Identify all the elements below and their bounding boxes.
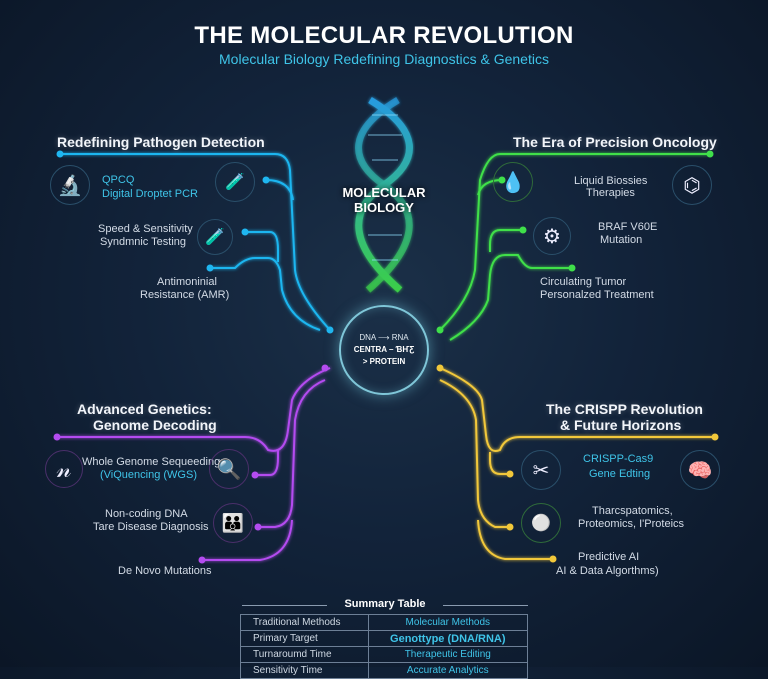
oncology-item1-a: Liquid Biossies	[574, 175, 648, 187]
crispr-lines	[439, 367, 715, 560]
table-cell: Primary Target	[240, 630, 369, 647]
cells-icon: ⚪	[521, 503, 561, 543]
crispr-item2-a: Tharcspatomics,	[592, 505, 673, 517]
table-cell: Molecular Methods	[367, 614, 529, 631]
genetics-item2-b: Tare Disease Diagnosis	[93, 521, 209, 533]
genetics-item2-a: Non-coding DNA	[105, 508, 188, 520]
crispr-item1-b: Gene Edting	[589, 468, 651, 480]
magnifier-icon: 🔍	[209, 449, 249, 489]
oncology-item3-a: Circulating Tumor	[540, 276, 627, 288]
table-cell: Turnaroumd Time	[240, 646, 369, 663]
crispr-heading-a: The CRISPP Revolution	[546, 401, 703, 417]
oncology-item3-b: Personalzed Treatment	[540, 289, 654, 301]
summary-table-title: Summary Table	[240, 598, 530, 610]
table-cell: Therapeutic Editing	[367, 646, 529, 663]
helix-label: MOLECULAR BIOLOGY	[342, 185, 426, 215]
hub-line-2: CENTRA – ƁҤƸ	[353, 345, 415, 354]
test-tube-icon: 🧪	[197, 219, 233, 255]
pathogen-lines	[60, 153, 331, 331]
table-cell: Traditional Methods	[240, 614, 369, 631]
central-dogma-hub: DNA ⟶ RNA CENTRA – ƁҤƸ > PROTEIN	[339, 305, 429, 395]
page-title: THE MOLECULAR REVOLUTION	[194, 22, 574, 49]
hub-line-3: > PROTEIN	[362, 357, 406, 366]
pathogen-item1-b: Digital Droptet PCR	[102, 188, 198, 200]
genetics-heading-b: Genome Decoding	[93, 417, 217, 433]
family-icon: 👪	[213, 503, 253, 543]
oncology-item2-b: Mutation	[600, 234, 643, 246]
chromosome-icon: 𝓃	[45, 450, 83, 488]
crispr-item3-b: AI & Data Algorthms)	[556, 565, 659, 577]
genetics-item3: De Novo Mutations	[118, 565, 212, 577]
table-cell: Sensitivity Time	[240, 662, 369, 679]
crispr-item2-b: Proteomics, I'Proteics	[578, 518, 685, 530]
test-tube-drop-icon: 🧪	[215, 162, 255, 202]
scissors-icon: ✂	[521, 450, 561, 490]
connector-dots	[53, 150, 719, 564]
pathogen-heading: Redefining Pathogen Detection	[57, 134, 265, 150]
oncology-item1-b: Therapies	[586, 187, 635, 199]
helix-rungs	[368, 114, 402, 261]
drop-icon: 💧	[493, 162, 533, 202]
dna-helix	[355, 96, 413, 293]
table-cell: Accurate Analytics	[367, 662, 529, 679]
pathogen-item3-b: Resistance (AMR)	[140, 289, 230, 301]
cell-gear-icon: ⚙	[533, 217, 571, 255]
genetics-item1-a: Whole Genome Sequeeding	[82, 456, 221, 468]
pathogen-item3-a: Antimoninial	[157, 276, 217, 288]
oncology-item2-a: BRAF V60E	[598, 221, 658, 233]
crispr-item1-a: CRISPP-Cas9	[583, 453, 654, 465]
pathogen-item2-a: Speed & Sensitivity	[98, 223, 193, 235]
genetics-lines	[57, 367, 331, 561]
brain-icon: 🧠	[680, 450, 720, 490]
table-cell: Genottype (DNA/RNA)	[367, 630, 529, 647]
pathogen-item1-a: QPCQ	[102, 174, 135, 186]
page-subtitle: Molecular Biology Redefining Diagnostics…	[219, 51, 549, 67]
crispr-item3-a: Predictive AI	[578, 551, 640, 563]
oncology-heading: The Era of Precision Oncology	[513, 134, 717, 150]
microscope-icon: 🔬	[50, 165, 90, 205]
hub-line-1: DNA ⟶ RNA	[359, 333, 409, 342]
network-icon: ⌬	[672, 165, 712, 205]
genetics-item1-b: (ViQuencing (WGS)	[100, 469, 197, 481]
crispr-heading-b: & Future Horizons	[560, 417, 682, 433]
genetics-heading-a: Advanced Genetics:	[77, 401, 212, 417]
pathogen-item2-b: Syndmnic Testing	[100, 236, 187, 248]
